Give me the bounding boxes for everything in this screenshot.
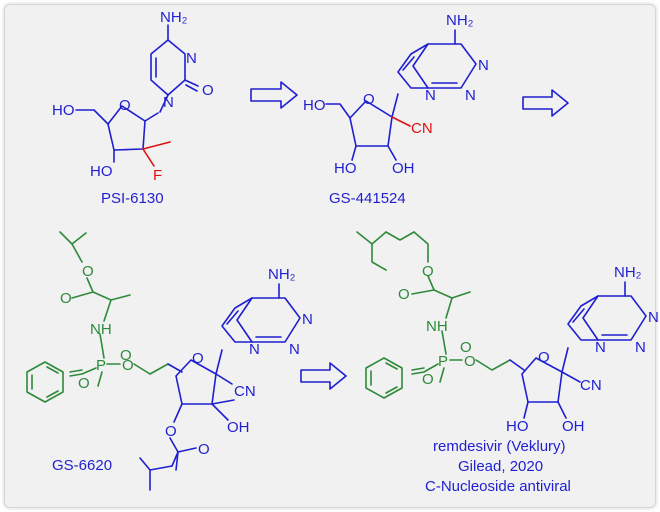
remdesivir-nh-label: NH — [426, 318, 448, 335]
remdesivir-ester-o2-label: O — [398, 286, 410, 303]
psi6130-structure: NH₂ N O N HO O HO F PSI-6130 — [52, 9, 214, 207]
remdesivir-nh2-label: NH₂ — [614, 264, 642, 281]
psi6130-n3-label: N — [186, 50, 197, 67]
gs6620-cn-label: CN — [234, 383, 256, 400]
gs6620-ester-o2-label: O — [60, 290, 72, 307]
remdesivir-cn-label: CN — [580, 377, 602, 394]
remdesivir-ring-o-label: O — [538, 349, 550, 366]
gs6620-p-o1-label: O — [120, 347, 132, 364]
gs6620-n-c-label: N — [249, 341, 260, 358]
gs6620-acyl-o-label: O — [165, 423, 177, 440]
gs6620-p-label: P — [96, 357, 106, 374]
remdesivir-p-label: P — [438, 353, 448, 370]
remdesivir-caption-line-2: Gilead, 2020 — [458, 458, 543, 475]
psi6130-nh2-label: NH₂ — [160, 9, 188, 26]
gs441524-structure: NH₂ N N N HO O CN HO OH GS-441524 — [303, 12, 489, 207]
gs6620-nh2-label: NH₂ — [268, 266, 296, 283]
psi6130-ho3-label: HO — [90, 163, 113, 180]
remdesivir-n-a-label: N — [648, 309, 659, 326]
remdesivir-p-o3-label: O — [422, 371, 434, 388]
remdesivir-structure: O O NH P O O O O CN HO OH NH₂ N N N remd… — [356, 231, 659, 495]
psi6130-ring-o-label: O — [119, 97, 131, 114]
psi6130-ho-ch2-label: HO — [52, 102, 75, 119]
gs6620-ring-o-label: O — [192, 350, 204, 367]
remdesivir-oh2-label: OH — [562, 418, 585, 435]
gs441524-n-a-label: N — [478, 57, 489, 74]
psi6130-f-label: F — [153, 167, 162, 184]
gs441524-ho-ch2-label: HO — [303, 97, 326, 114]
arrow-3-icon — [300, 362, 347, 390]
gs6620-n-a-label: N — [302, 311, 313, 328]
gs6620-p-o2-label: O — [122, 357, 134, 374]
remdesivir-p-o2-label: O — [464, 353, 476, 370]
gs441524-nh2-label: NH₂ — [446, 12, 474, 29]
figure-panel — [4, 4, 656, 508]
gs6620-ester-o1-label: O — [82, 263, 94, 280]
remdesivir-ester-o1-label: O — [422, 263, 434, 280]
remdesivir-ho3-label: HO — [506, 418, 529, 435]
arrow-2-icon — [522, 89, 569, 117]
remdesivir-n-b-label: N — [635, 339, 646, 356]
remdesivir-caption-line-3: C-Nucleoside antiviral — [425, 478, 571, 495]
gs441524-ho3-label: HO — [334, 160, 357, 177]
psi6130-n1-label: N — [163, 94, 174, 111]
gs441524-ring-o-label: O — [363, 91, 375, 108]
gs6620-oh-label: OH — [227, 419, 250, 436]
gs6620-p-o3-label: O — [78, 375, 90, 392]
gs441524-oh2-label: OH — [392, 160, 415, 177]
arrow-1-icon — [250, 81, 298, 109]
psi6130-caption: PSI-6130 — [101, 190, 164, 207]
remdesivir-caption-line-1: remdesivir (Veklury) — [433, 438, 566, 455]
psi6130-carbonyl-o-label: O — [202, 82, 214, 99]
gs6620-n-b-label: N — [289, 341, 300, 358]
remdesivir-n-c-label: N — [595, 339, 606, 356]
gs441524-caption: GS-441524 — [329, 190, 406, 207]
gs441524-n-b-label: N — [465, 87, 476, 104]
gs6620-caption: GS-6620 — [52, 457, 112, 474]
remdesivir-p-o1-label: O — [460, 339, 472, 356]
gs6620-structure: O O NH P O O O O CN OH O O NH₂ N N N GS-… — [26, 231, 313, 491]
gs441524-cn-label: CN — [411, 120, 433, 137]
gs6620-nh-label: NH — [90, 321, 112, 338]
gs441524-n-c-label: N — [425, 87, 436, 104]
gs6620-acyl-o2-label: O — [198, 441, 210, 458]
